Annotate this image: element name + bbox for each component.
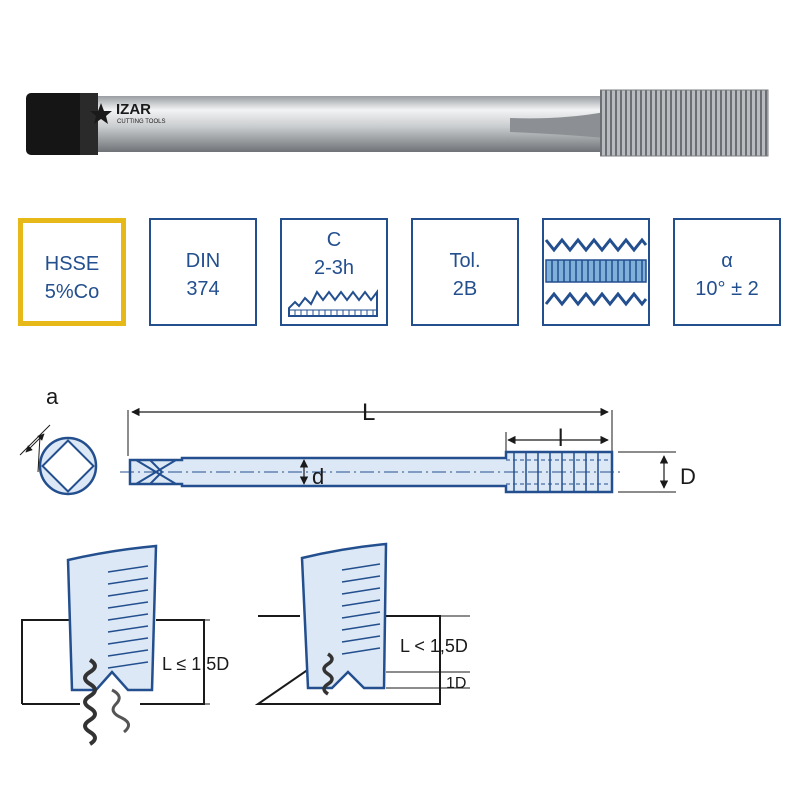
usage-through-hole: L ≤ 1,5D <box>21 544 229 746</box>
spec-material-line2: 5%Co <box>44 281 100 303</box>
dim-D-label: D <box>680 464 696 489</box>
dim-l-label: l <box>558 425 563 452</box>
spec-chamfer-line2: 2-3h <box>313 257 355 279</box>
spec-tolerance-line2: 2B <box>452 278 478 300</box>
chip-spiral-2-icon <box>322 652 334 696</box>
spec-chamfer: C 2-3h <box>280 218 388 326</box>
square-drive <box>26 93 88 155</box>
spec-standard-line1: DIN <box>185 250 221 272</box>
dim-L-label: L <box>362 399 375 426</box>
dim-a-label: a <box>46 384 59 409</box>
dim-D: D <box>618 451 696 493</box>
usage-right-sub: 1D <box>446 675 466 692</box>
usage-right-label: L < 1,5D <box>400 636 468 656</box>
izar-logo-star-icon <box>90 103 112 124</box>
usage-blind-hole: L < 1,5D 1D <box>254 542 470 705</box>
brand-tagline: CUTTING TOOLS <box>117 119 165 125</box>
technical-drawing: a L l d D <box>19 384 696 746</box>
brand-name: IZAR <box>116 101 151 118</box>
spec-chamfer-line1: C <box>326 229 342 251</box>
spec-thread-profile <box>542 218 650 326</box>
spec-angle-line1: α <box>721 250 733 272</box>
spec-material-line1: HSSE <box>44 253 100 275</box>
spec-angle: α 10° ± 2 <box>673 218 781 326</box>
spec-tolerance: Tol. 2B <box>411 218 519 326</box>
chamfer-thread-icon <box>288 289 378 317</box>
square-section: a <box>19 384 98 496</box>
dim-d-label: d <box>312 464 324 489</box>
chip-spiral-icon <box>83 658 97 746</box>
product-photo: IZAR CUTTING TOOLS <box>26 89 769 157</box>
thread-profile-icon <box>544 237 648 307</box>
dim-L: L <box>127 399 613 456</box>
tap-tool: IZAR CUTTING TOOLS <box>26 89 769 157</box>
spec-standard: DIN 374 <box>149 218 257 326</box>
spec-standard-line2: 374 <box>186 278 220 300</box>
spec-material: HSSE 5%Co <box>18 218 126 326</box>
spec-angle-line2: 10° ± 2 <box>695 278 759 300</box>
usage-left-label: L ≤ 1,5D <box>162 654 229 674</box>
spec-row: HSSE 5%Co DIN 374 C 2-3h <box>18 218 782 334</box>
spec-tolerance-line1: Tol. <box>449 250 481 272</box>
tap-side-view <box>120 450 620 494</box>
dim-d: d <box>299 459 324 489</box>
